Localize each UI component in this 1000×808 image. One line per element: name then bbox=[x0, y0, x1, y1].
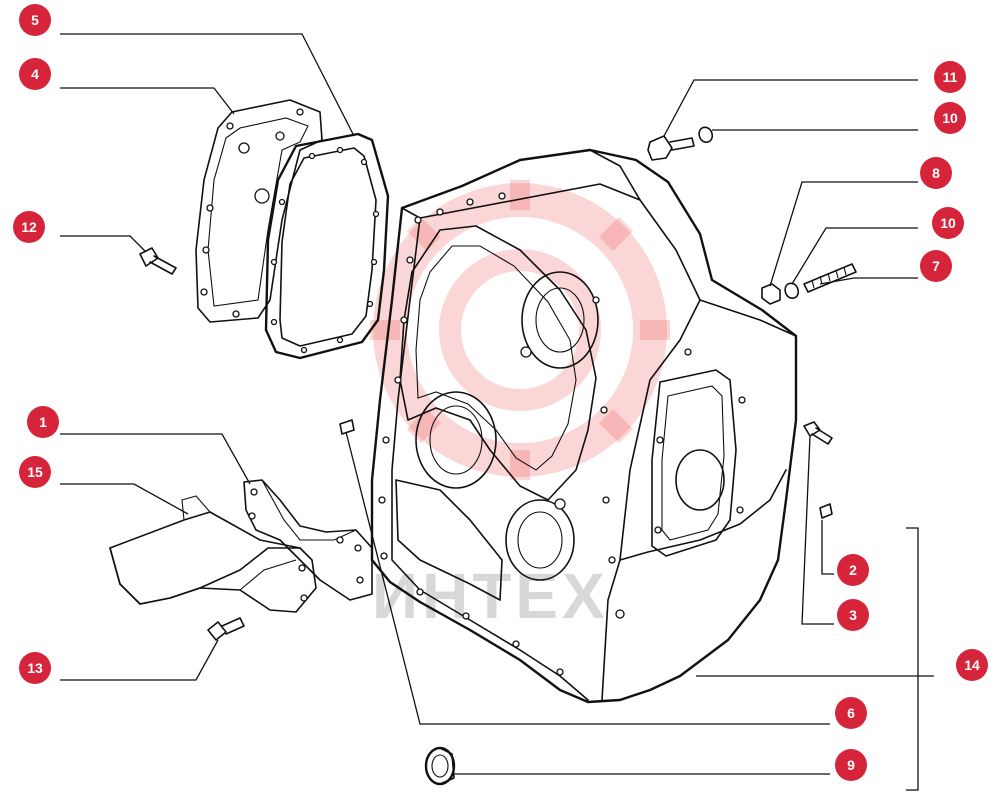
part-11-bolt bbox=[647, 135, 695, 161]
part-8-nut bbox=[761, 283, 781, 305]
watermark-logo: ИНТЕХ bbox=[370, 180, 670, 632]
svg-text:14: 14 bbox=[964, 657, 980, 673]
part-3-bolt bbox=[803, 421, 833, 445]
callout-2: 2 bbox=[837, 554, 869, 586]
svg-text:9: 9 bbox=[847, 757, 855, 773]
callout-badges: 5 4 12 1 15 13 11 10 8 10 7 2 3 14 6 9 bbox=[13, 4, 988, 781]
svg-text:2: 2 bbox=[849, 562, 857, 578]
part-2-dowel-pin bbox=[819, 503, 833, 519]
part-14-housing bbox=[370, 148, 798, 704]
part-12-bolt bbox=[139, 247, 177, 275]
part-10-washer-side bbox=[784, 282, 800, 299]
part-4-cover-plate bbox=[195, 99, 323, 323]
part-1-bracket-plate bbox=[243, 479, 373, 601]
callout-5: 5 bbox=[19, 4, 51, 36]
svg-text:6: 6 bbox=[847, 705, 855, 721]
part-6-pin bbox=[339, 419, 355, 435]
svg-text:7: 7 bbox=[932, 258, 940, 274]
callout-12: 12 bbox=[13, 211, 45, 243]
part-5-gasket bbox=[264, 132, 390, 360]
callout-1: 1 bbox=[27, 406, 59, 438]
callout-10-top: 10 bbox=[934, 102, 966, 134]
svg-text:8: 8 bbox=[932, 165, 940, 181]
callout-7: 7 bbox=[920, 250, 952, 282]
callout-13: 13 bbox=[19, 652, 51, 684]
callout-4: 4 bbox=[19, 58, 51, 90]
part-7-stud bbox=[803, 263, 857, 293]
callout-6: 6 bbox=[835, 697, 867, 729]
svg-text:15: 15 bbox=[27, 464, 43, 480]
svg-text:11: 11 bbox=[943, 69, 958, 85]
svg-text:4: 4 bbox=[31, 66, 39, 82]
watermark-text: ИНТЕХ bbox=[372, 560, 609, 632]
part-9-seal-ring bbox=[424, 746, 456, 786]
leader-lines bbox=[60, 33, 934, 791]
callout-3: 3 bbox=[837, 599, 869, 631]
part-10-washer-top bbox=[698, 126, 714, 143]
callout-9: 9 bbox=[835, 749, 867, 781]
svg-text:3: 3 bbox=[849, 607, 857, 623]
svg-text:13: 13 bbox=[27, 660, 43, 676]
svg-text:1: 1 bbox=[39, 414, 47, 430]
part-13-bolt bbox=[207, 617, 245, 641]
callout-8: 8 bbox=[920, 157, 952, 189]
callout-10-side: 10 bbox=[932, 207, 964, 239]
callout-11: 11 bbox=[934, 61, 966, 93]
callout-15: 15 bbox=[19, 456, 51, 488]
svg-text:10: 10 bbox=[940, 215, 956, 231]
svg-text:10: 10 bbox=[942, 110, 958, 126]
svg-text:12: 12 bbox=[21, 219, 37, 235]
part-15-trough bbox=[109, 495, 317, 613]
callout-14: 14 bbox=[956, 649, 988, 681]
svg-text:5: 5 bbox=[31, 12, 39, 28]
